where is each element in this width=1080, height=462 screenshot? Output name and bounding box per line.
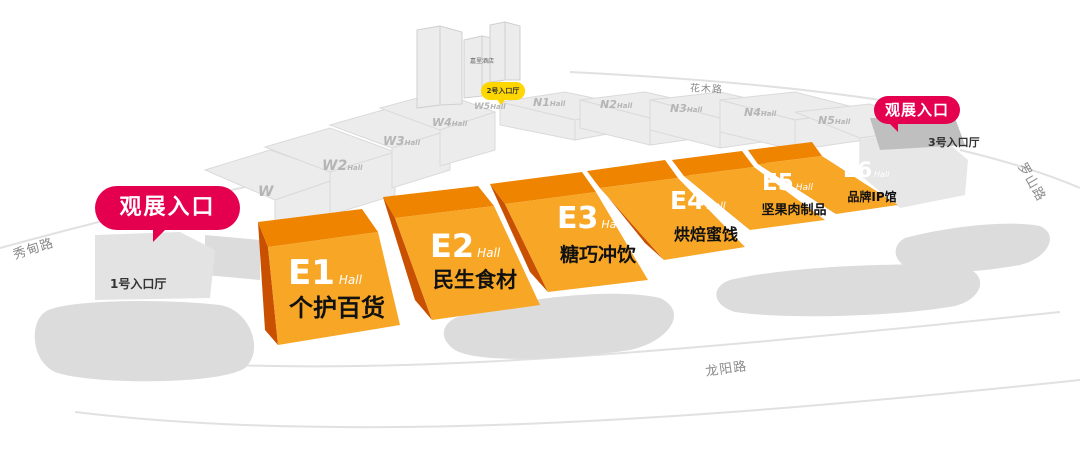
visitor-entrance-callout-small: 观展入口 <box>874 96 960 132</box>
hall-block-side-face <box>383 197 432 320</box>
hall-name-e5: 坚果肉制品 <box>761 203 827 218</box>
parking-lot <box>895 223 1050 273</box>
tower-label: 嘉里酒店 <box>470 58 495 65</box>
hall-label-n2: N2Hall <box>600 98 633 111</box>
hall-name-e6: 品牌IP馆 <box>847 190 897 204</box>
hall-block-top-face <box>383 186 494 218</box>
west-wall <box>205 235 260 280</box>
hall-block-front-face <box>600 178 745 260</box>
road-label-huamu: 花木路 <box>689 83 724 96</box>
hall-block-top-face <box>748 142 822 164</box>
hall-block-top-face <box>258 209 378 247</box>
hall-label-n5: N5Hall <box>818 114 851 127</box>
hall-block-e5 <box>672 151 825 230</box>
entrance-1-label: 1号入口厅 <box>110 277 167 291</box>
visitor-entrance-callout-big: 观展入口 <box>95 186 240 242</box>
hall-label-w2: W2Hall <box>322 158 363 174</box>
hall-block-side-face <box>258 222 278 345</box>
parking-lot <box>716 264 981 317</box>
hall-block-e6 <box>748 142 898 214</box>
hall-label-w5: W5Hall <box>474 102 506 112</box>
hall-block-e4 <box>587 160 745 260</box>
road-luoshan-line <box>959 149 1080 189</box>
hall-block-top-face <box>490 172 596 204</box>
road-huamu-line <box>569 71 881 101</box>
hall-name-e1: 个护百货 <box>289 294 385 322</box>
hall-name-e4: 烘焙蜜饯 <box>673 225 738 244</box>
hall-name-e3: 糖巧冲饮 <box>559 244 636 266</box>
hall-block-front-face <box>758 156 898 214</box>
road-longyang-line <box>74 379 1080 429</box>
hall-block-front-face <box>505 192 648 292</box>
entrance-1-block <box>95 232 215 300</box>
entrance-2-callout: 2号入口厅 <box>481 82 525 105</box>
hall-label-w4: W4Hall <box>432 116 468 129</box>
hall-block-front-face <box>395 206 540 320</box>
hall-label-n4: N4Hall <box>744 106 777 119</box>
tower-group <box>416 21 521 109</box>
hall-block-top-face <box>672 151 754 176</box>
hall-block-e2 <box>383 186 540 320</box>
hall-label-w: W <box>258 184 274 200</box>
hall-name-e2: 民生食材 <box>433 268 517 292</box>
hall-label-w3: W3Hall <box>383 134 420 148</box>
hall-block-e3 <box>490 172 648 292</box>
hall-block-side-face <box>490 184 548 292</box>
entrance-3-label: 3号入口厅 <box>928 136 980 149</box>
parking-lot <box>34 300 255 382</box>
hall-block-e1 <box>258 209 400 345</box>
hall-block-top-face <box>587 160 678 188</box>
hall-block-front-face <box>268 232 400 345</box>
hall-label-n1: N1Hall <box>533 96 566 109</box>
hall-block-front-face <box>684 167 825 230</box>
hall-label-n3: N3Hall <box>670 102 703 115</box>
